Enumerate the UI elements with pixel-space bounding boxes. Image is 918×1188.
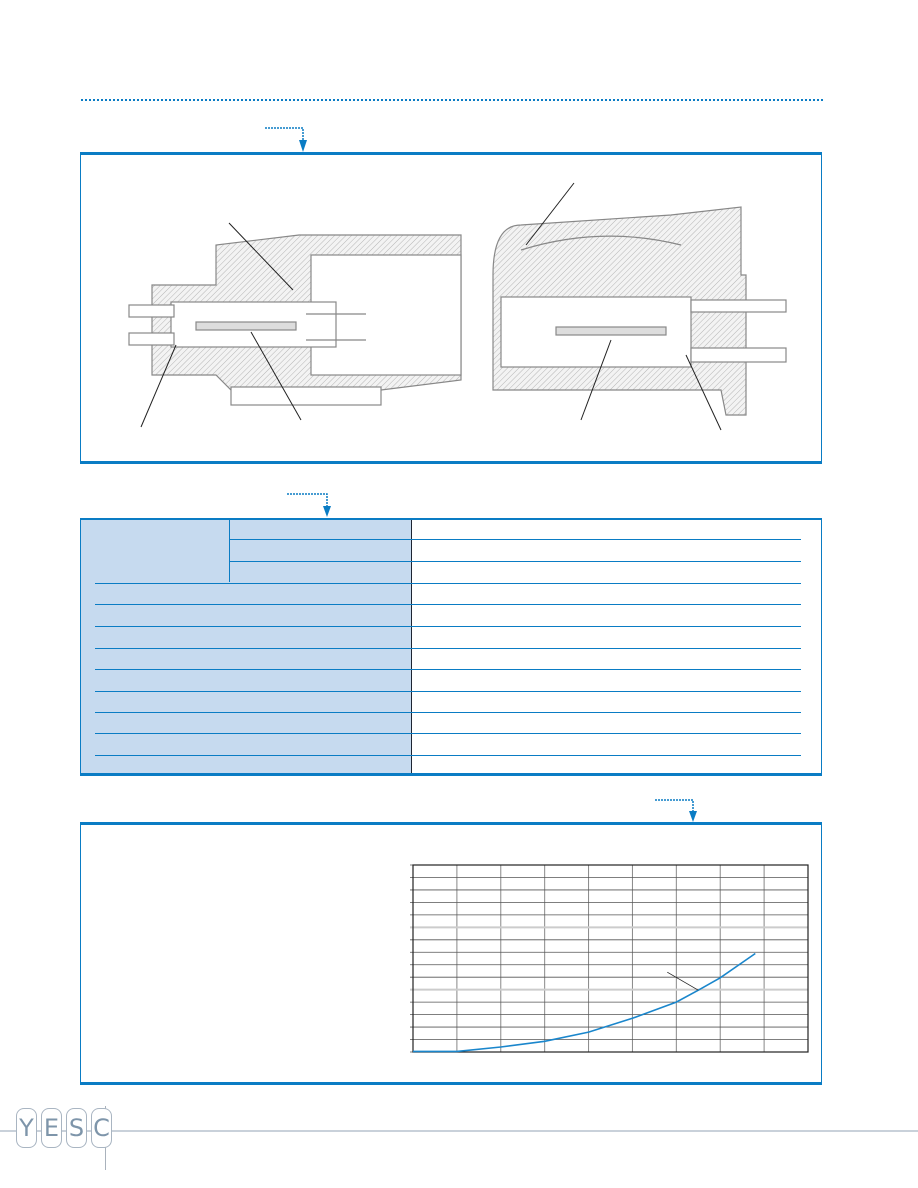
arrow-head-2	[323, 506, 331, 517]
footer: Y E S C	[0, 1106, 918, 1176]
table-row-divider	[95, 604, 801, 605]
arrow-head-3	[689, 811, 697, 822]
plot-frame	[412, 864, 809, 1053]
callout-lines-left	[140, 222, 302, 428]
table-row-divider	[95, 691, 801, 692]
table-row-divider	[229, 539, 801, 540]
callout-lines-right	[525, 182, 722, 431]
data-series-line	[413, 952, 756, 1053]
marker-arrow-2	[287, 493, 328, 511]
table-row-divider	[229, 561, 801, 562]
connector-cross-section-drawing	[128, 182, 787, 431]
characteristic-chart-panel	[80, 822, 822, 1085]
footer-rule	[0, 1130, 918, 1132]
yesc-logo: Y E S C	[16, 1108, 112, 1148]
marker-arrow-3	[655, 799, 694, 816]
table-row-divider	[95, 733, 801, 734]
annotation-leader-line	[667, 971, 699, 991]
left-connector	[128, 234, 462, 406]
logo-letter: E	[41, 1108, 62, 1148]
logo-letter: Y	[16, 1108, 37, 1148]
table-row-divider	[95, 669, 801, 670]
cross-section-panel	[80, 152, 822, 464]
table-row-divider	[95, 712, 801, 713]
characteristic-chart	[410, 864, 809, 1053]
table-row-divider	[95, 648, 801, 649]
logo-letter: S	[66, 1108, 87, 1148]
table-row-divider	[95, 755, 801, 756]
header-divider	[81, 99, 823, 101]
table-row-divider	[95, 626, 801, 627]
logo-letter: C	[91, 1108, 112, 1148]
marker-arrow-1	[265, 127, 304, 146]
section-markers	[265, 127, 697, 822]
table-header-column	[81, 520, 412, 773]
table-row-divider	[95, 583, 801, 584]
specification-table	[80, 518, 822, 776]
arrow-head-1	[299, 140, 307, 152]
table-subcolumn-divider	[229, 520, 230, 582]
right-connector	[492, 206, 787, 416]
